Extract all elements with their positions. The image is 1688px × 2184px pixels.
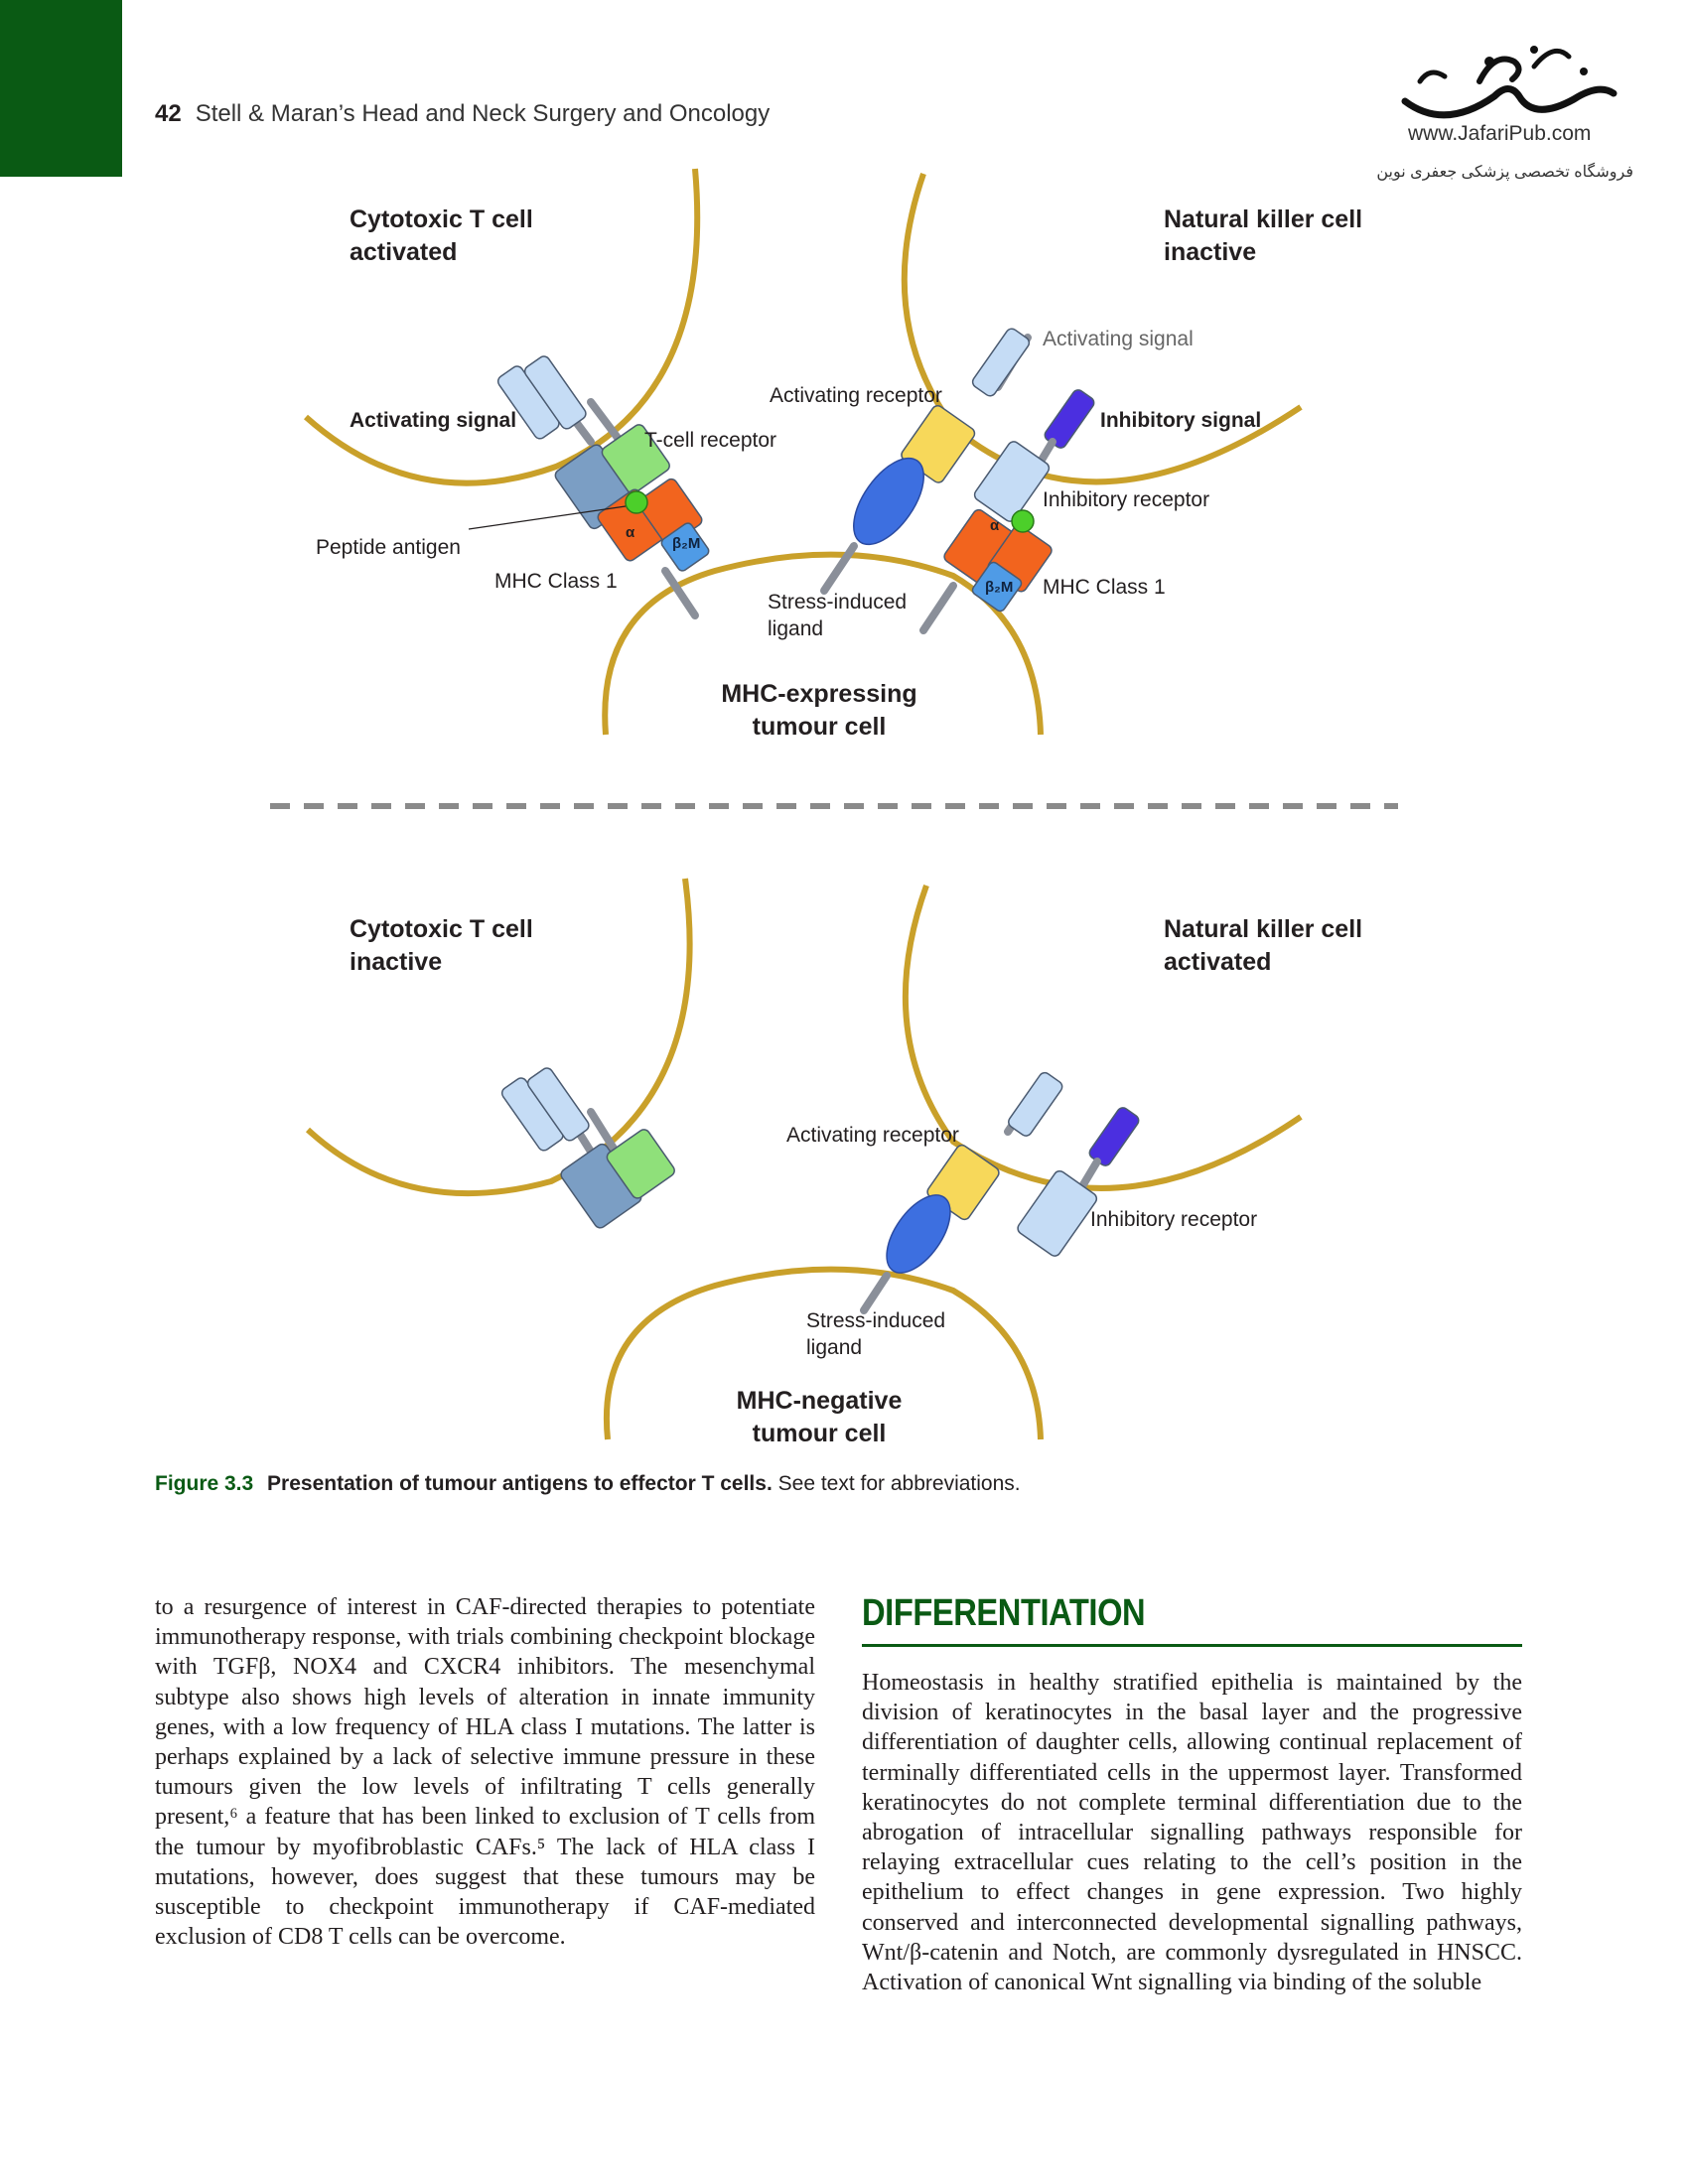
right-column-paragraph: Homeostasis in healthy stratified epithe… — [862, 1670, 1522, 1996]
nk-activating-receptor-bottom — [860, 1071, 1063, 1314]
t-cell-receptor-bottom — [500, 1067, 675, 1229]
nk-activating-signal-label: Activating signal — [1043, 328, 1194, 350]
t-cell-receptor-label: T-cell receptor — [644, 429, 777, 452]
section-heading: DIFFERENTIATION — [862, 1592, 1146, 1634]
nk-cell-title-bottom: Natural killer cell activated — [1164, 913, 1362, 978]
mhc-class1-right-top — [919, 508, 1053, 634]
nk-inhibitory-receptor-top — [973, 389, 1095, 522]
left-column-paragraph: to a resurgence of interest in CAF-direc… — [155, 1594, 815, 1951]
nk-cell-title-top-line1: Natural killer cell — [1164, 205, 1363, 233]
stress-ligand-label-bottom: Stress-induced ligand — [806, 1307, 945, 1362]
figure-title: Presentation of tumour antigens to effec… — [267, 1472, 773, 1495]
tumour-title-top-line2: tumour cell — [752, 712, 887, 741]
tumour-title-bottom-line1: MHC-negative — [736, 1387, 903, 1415]
tumour-title-top: MHC-expressing tumour cell — [695, 678, 943, 743]
t-cell-title-bottom-line2: inactive — [350, 947, 443, 976]
tumour-title-bottom: MHC-negative tumour cell — [695, 1385, 943, 1449]
alpha-label-right: α — [990, 517, 1000, 534]
t-cell-receptor-top — [496, 355, 670, 530]
page-number: 42 — [155, 100, 182, 127]
peptide-antigen-icon — [625, 490, 648, 514]
nk-activating-receptor-top — [820, 328, 1032, 595]
nk-inhibitory-receptor-bottom — [1017, 1107, 1140, 1257]
tumour-title-bottom-line2: tumour cell — [752, 1419, 887, 1447]
t-cell-membrane-top — [304, 168, 701, 486]
figure-note: See text for abbreviations. — [777, 1472, 1021, 1495]
t-cell-title-top-line1: Cytotoxic T cell — [350, 205, 533, 233]
nk-cell-title-top-line2: inactive — [1164, 237, 1257, 266]
t-cell-membrane-bottom — [305, 878, 693, 1197]
inhibitory-receptor-label-top: Inhibitory receptor — [1043, 488, 1210, 511]
alpha-label-left: α — [626, 524, 635, 541]
watermark-url: www.JafariPub.com — [1408, 122, 1592, 145]
stress-ligand-bottom-line2: ligand — [806, 1336, 863, 1360]
t-activating-signal-label: Activating signal — [350, 409, 517, 432]
inhibitory-signal-label: Inhibitory signal — [1100, 409, 1262, 432]
running-title: Stell & Maran’s Head and Neck Surgery an… — [195, 100, 771, 127]
inhibitory-receptor-label-bottom: Inhibitory receptor — [1090, 1208, 1258, 1231]
activating-receptor-label-bottom: Activating receptor — [786, 1124, 959, 1147]
right-column: Homeostasis in healthy stratified epithe… — [862, 1668, 1522, 1997]
publisher-logo-icon — [1401, 46, 1618, 119]
mhc-class-left-label: MHC Class 1 — [494, 570, 618, 593]
running-header: 42 Stell & Maran’s Head and Neck Surgery … — [155, 100, 770, 128]
figure-caption: Figure 3.3 Presentation of tumour antige… — [155, 1472, 1021, 1496]
section-rule — [862, 1644, 1522, 1647]
activating-receptor-label-top: Activating receptor — [770, 384, 942, 407]
beta2m-label-left: β₂M — [672, 535, 701, 552]
t-cell-title-bottom-line1: Cytotoxic T cell — [350, 915, 533, 943]
stress-ligand-top-line2: ligand — [768, 617, 824, 641]
t-cell-title-bottom: Cytotoxic T cell inactive — [350, 913, 533, 978]
t-cell-title-top: Cytotoxic T cell activated — [350, 204, 533, 268]
left-column: to a resurgence of interest in CAF-direc… — [155, 1592, 815, 1952]
stress-ligand-label-top: Stress-induced ligand — [768, 589, 907, 643]
mhc-class-right-label: MHC Class 1 — [1043, 576, 1166, 599]
t-cell-title-top-line2: activated — [350, 237, 458, 266]
beta2m-label-right: β₂M — [985, 579, 1014, 596]
figure-diagram: .mem { fill:none; stroke:#c9a02a; stroke… — [270, 168, 1398, 1440]
chapter-color-tab — [0, 0, 122, 177]
tumour-membrane-bottom — [604, 1266, 1044, 1440]
stress-ligand-top-line1: Stress-induced — [768, 591, 908, 614]
peptide-antigen-label: Peptide antigen — [316, 536, 461, 559]
nk-cell-title-bottom-line1: Natural killer cell — [1164, 915, 1363, 943]
watermark-tagline: فروشگاه تخصصی پزشکی جعفری نوین — [1376, 164, 1633, 181]
tumour-title-top-line1: MHC-expressing — [721, 680, 917, 708]
nk-cell-title-bottom-line2: activated — [1164, 947, 1272, 976]
stress-ligand-bottom-line1: Stress-induced — [806, 1309, 946, 1332]
figure-number: Figure 3.3 — [155, 1472, 254, 1495]
tumour-membrane-top — [602, 551, 1044, 736]
nk-cell-title-top: Natural killer cell inactive — [1164, 204, 1362, 268]
peptide-antigen-pointer — [468, 505, 627, 530]
